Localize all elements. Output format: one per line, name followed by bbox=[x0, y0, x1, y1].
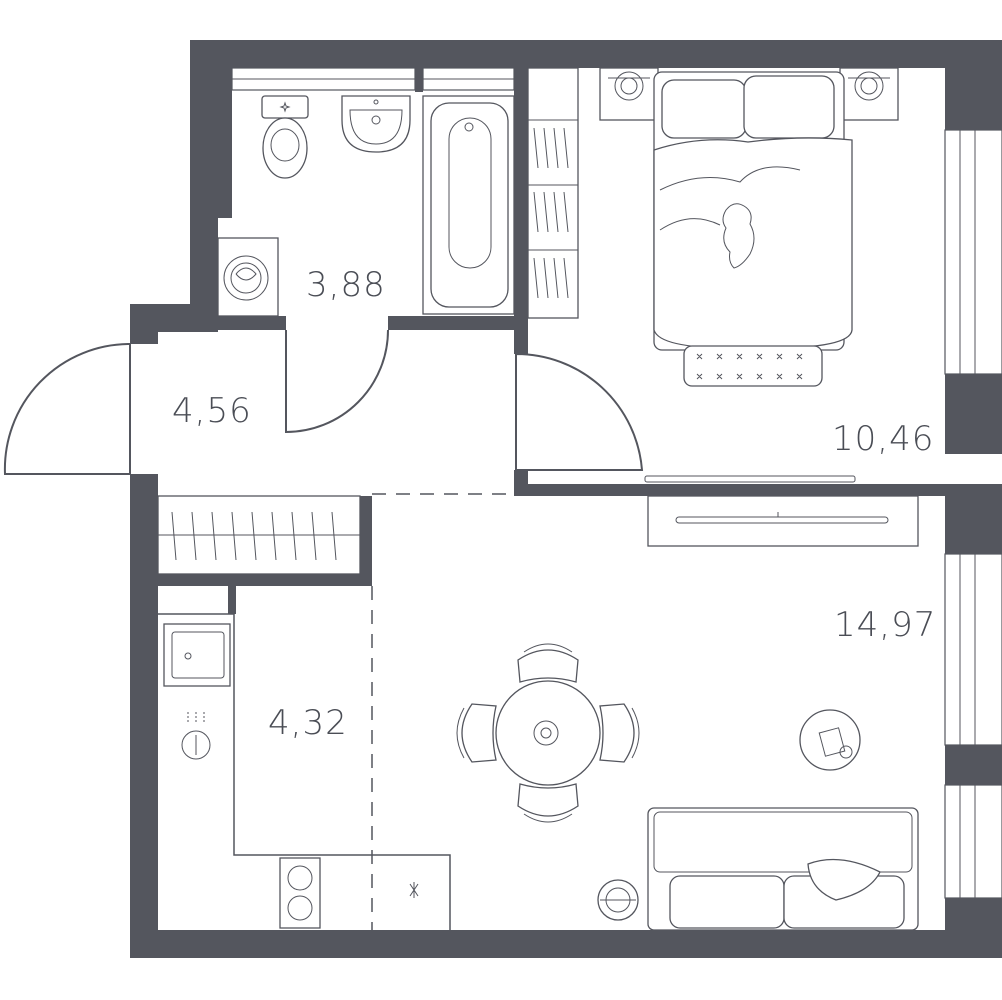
windows bbox=[231, 67, 1002, 899]
bedroom-wardrobe bbox=[527, 67, 579, 319]
bedroom-tv bbox=[644, 475, 856, 483]
bedroom-area-label: 10,46 bbox=[832, 419, 934, 459]
walls bbox=[130, 40, 1002, 958]
bathroom bbox=[217, 95, 515, 317]
kitchen-area-label: 4,32 bbox=[268, 703, 348, 743]
doors bbox=[3, 329, 644, 930]
area-labels: 3,88 4,56 10,46 14,97 4,32 bbox=[172, 265, 936, 743]
boiler-icon bbox=[181, 712, 211, 760]
floor-lamp-icon bbox=[597, 879, 639, 921]
living-room bbox=[456, 495, 919, 931]
toilet-icon bbox=[261, 95, 309, 179]
nightstand-left bbox=[599, 67, 659, 121]
side-table-icon bbox=[799, 709, 861, 771]
hallway-area-label: 4,56 bbox=[172, 391, 252, 431]
washing-machine-icon bbox=[217, 237, 279, 317]
tv-console bbox=[647, 495, 919, 547]
dining-table-icon bbox=[456, 643, 640, 823]
sink-icon bbox=[341, 95, 411, 153]
bed-icon bbox=[653, 71, 853, 351]
sparkle-icon bbox=[409, 882, 419, 898]
bathtub-icon bbox=[422, 95, 515, 315]
stove-icon bbox=[279, 857, 321, 929]
bathroom-area-label: 3,88 bbox=[306, 265, 386, 305]
kitchen bbox=[158, 613, 451, 930]
hallway-wardrobe bbox=[157, 495, 361, 575]
sofa-icon bbox=[647, 807, 919, 931]
bedroom bbox=[527, 67, 899, 483]
nightstand-right bbox=[839, 67, 899, 121]
bedside-rug bbox=[683, 345, 823, 387]
kitchen-sink-icon bbox=[163, 623, 231, 687]
living-area-label: 14,97 bbox=[834, 605, 936, 645]
